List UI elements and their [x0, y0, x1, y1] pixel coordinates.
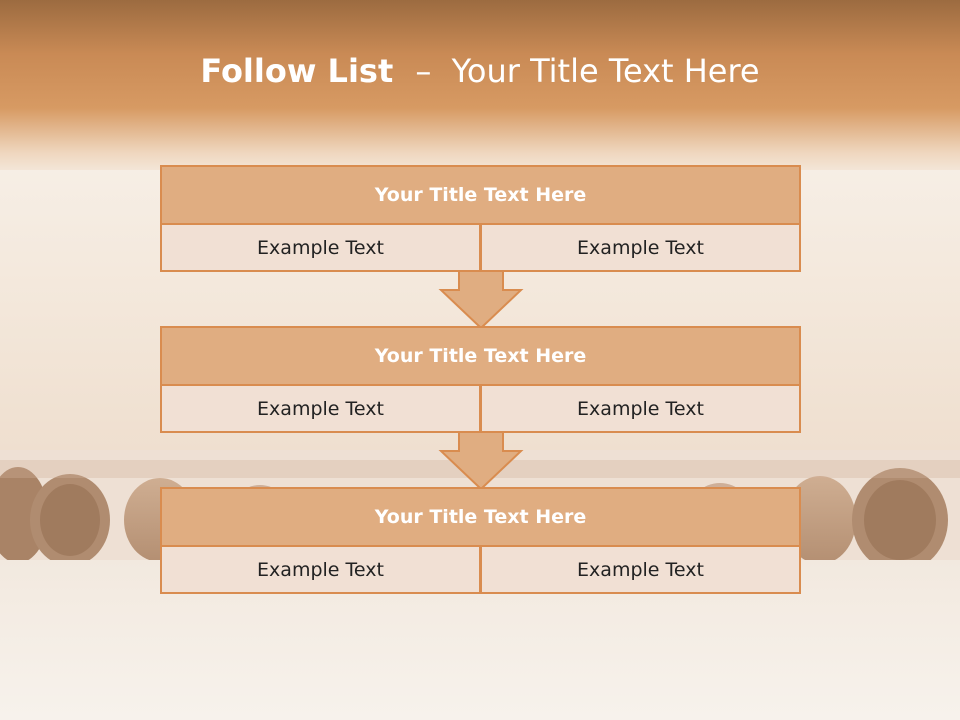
block-header: Your Title Text Here	[160, 487, 801, 547]
title-bold-part: Follow List	[200, 52, 394, 90]
arrow-down-icon	[438, 270, 524, 330]
block-cell-right: Example Text	[480, 223, 801, 272]
block-cell-left: Example Text	[160, 223, 481, 272]
block-header: Your Title Text Here	[160, 165, 801, 225]
block-cell-right: Example Text	[480, 545, 801, 594]
background-top-band	[0, 0, 960, 180]
list-block-2: Your Title Text Here Example Text Exampl…	[160, 326, 801, 433]
block-cell-left: Example Text	[160, 384, 481, 433]
block-cell-left: Example Text	[160, 545, 481, 594]
list-block-3: Your Title Text Here Example Text Exampl…	[160, 487, 801, 594]
title-rest-part: Your Title Text Here	[451, 52, 760, 90]
block-header: Your Title Text Here	[160, 326, 801, 386]
arrow-down-icon	[438, 431, 524, 491]
block-cell-right: Example Text	[480, 384, 801, 433]
slide-title: Follow List – Your Title Text Here	[0, 52, 960, 90]
title-separator: –	[415, 52, 432, 90]
list-block-1: Your Title Text Here Example Text Exampl…	[160, 165, 801, 272]
